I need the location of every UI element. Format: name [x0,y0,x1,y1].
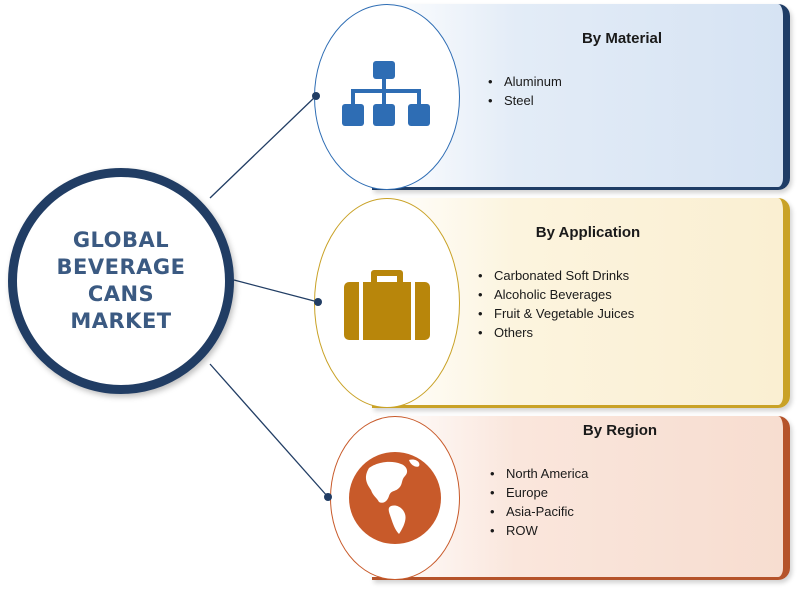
segment-title: By Material [581,30,663,47]
market-hub-circle: GLOBAL BEVERAGE CANS MARKET [8,168,234,394]
briefcase-icon [344,270,430,340]
list-item: Aluminum [488,72,562,91]
list-item: Fruit & Vegetable Juices [478,304,634,323]
segment-title: By Region [582,422,658,439]
list-item: Others [478,323,634,342]
list-item: Asia-Pacific [490,502,588,521]
segment-list: North America Europe Asia-Pacific ROW [490,464,588,540]
hierarchy-icon [342,61,430,126]
application-badge [314,198,460,408]
region-badge [330,416,460,580]
list-item: ROW [490,521,588,540]
list-item: Europe [490,483,588,502]
connector-dot [314,298,322,306]
list-item: Steel [488,91,562,110]
segment-list: Aluminum Steel [488,72,562,110]
list-item: North America [490,464,588,483]
connector-dot [312,92,320,100]
segment-title: By Application [535,224,641,241]
segment-list: Carbonated Soft Drinks Alcoholic Beverag… [478,266,634,342]
material-badge [314,4,460,190]
list-item: Alcoholic Beverages [478,285,634,304]
list-item: Carbonated Soft Drinks [478,266,634,285]
hub-title: GLOBAL BEVERAGE CANS MARKET [56,228,186,333]
globe-icon [349,452,441,544]
connector-dot [324,493,332,501]
